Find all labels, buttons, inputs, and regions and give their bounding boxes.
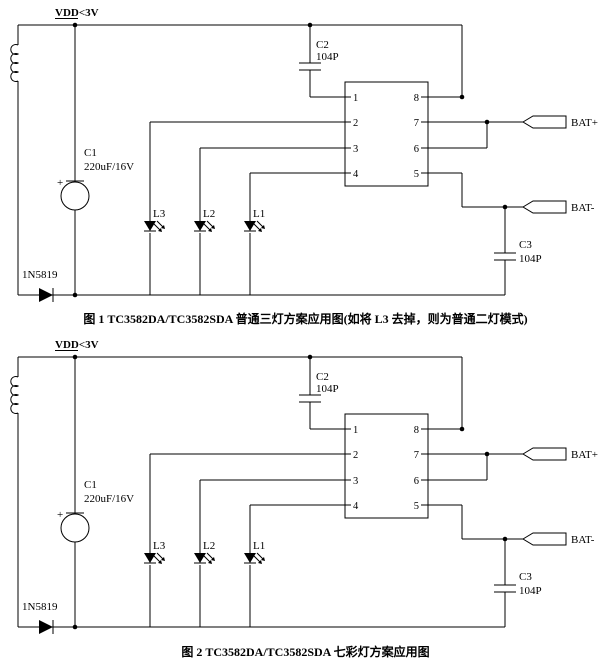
bat-minus-connector-icon <box>522 200 567 214</box>
wires-fig1 <box>10 24 523 296</box>
figure2-caption: 图 2 TC3582DA/TC3582SDA 七彩灯方案应用图 <box>181 645 430 659</box>
bat-plus-label: BAT+ <box>571 449 598 461</box>
figure1-caption: 图 1 TC3582DA/TC3582SDA 普通三灯方案应用图(如将 L3 去… <box>83 312 528 326</box>
c3-ref-label: C3 <box>519 239 532 251</box>
pin-8-label: 8 <box>414 425 419 436</box>
vdd-label: VDD<3V <box>55 339 99 351</box>
ic-body <box>344 413 429 519</box>
bat-minus-label: BAT- <box>571 202 595 214</box>
led-l3-icon <box>144 220 165 232</box>
pin-1-label: 1 <box>353 425 358 436</box>
pin-3-label: 3 <box>353 476 358 487</box>
led-l2-label: L2 <box>203 540 215 552</box>
pin-6-label: 6 <box>414 144 419 155</box>
bat-plus-label: BAT+ <box>571 117 598 129</box>
pin-6-label: 6 <box>414 476 419 487</box>
led-l1-icon <box>244 220 265 232</box>
junction-dots <box>72 22 508 298</box>
c3-value-label: 104P <box>519 585 542 597</box>
ic-body <box>344 81 429 187</box>
c1-polarity-label: + <box>57 509 63 521</box>
c3-ref-label: C3 <box>519 571 532 583</box>
led-l2-label: L2 <box>203 208 215 220</box>
ic-pin-ticks <box>345 96 428 174</box>
c1-value-label: 220uF/16V <box>84 161 134 173</box>
bat-minus-connector-icon <box>522 532 567 546</box>
diode-label: 1N5819 <box>22 601 58 613</box>
pin-5-label: 5 <box>414 501 419 512</box>
pin-4-label: 4 <box>353 501 359 512</box>
pin-4-label: 4 <box>353 169 359 180</box>
c2-value-label: 104P <box>316 383 339 395</box>
pin-7-label: 7 <box>414 450 419 461</box>
led-l2-icon <box>194 220 215 232</box>
c1-capacitor-icon <box>60 513 90 543</box>
c1-capacitor-icon <box>60 181 90 211</box>
diode-label: 1N5819 <box>22 269 58 281</box>
led-l3-label: L3 <box>153 208 166 220</box>
pin-3-label: 3 <box>353 144 358 155</box>
c2-value-label: 104P <box>316 51 339 63</box>
c3-value-label: 104P <box>519 253 542 265</box>
diode-icon <box>39 620 54 634</box>
led-l3-icon <box>144 552 165 564</box>
pin-8-label: 8 <box>414 93 419 104</box>
c1-polarity-label: + <box>57 177 63 189</box>
c2-ref-label: C2 <box>316 39 329 51</box>
inductor-icon <box>10 376 20 414</box>
ic-pin-ticks <box>345 428 428 506</box>
circuit-figure-2: VDD<3V C1 220uF/16V + C2 104P C3 104P 1N… <box>10 339 598 634</box>
pin-1-label: 1 <box>353 93 358 104</box>
pin-5-label: 5 <box>414 169 419 180</box>
pin-2-label: 2 <box>353 450 358 461</box>
led-l3-label: L3 <box>153 540 166 552</box>
bat-minus-label: BAT- <box>571 534 595 546</box>
c1-value-label: 220uF/16V <box>84 493 134 505</box>
bat-plus-connector-icon <box>522 447 567 461</box>
led-l1-icon <box>244 552 265 564</box>
led-l1-label: L1 <box>253 208 265 220</box>
junction-dots <box>72 354 508 630</box>
c2-ref-label: C2 <box>316 371 329 383</box>
diode-icon <box>39 288 54 302</box>
bat-plus-connector-icon <box>522 115 567 129</box>
c1-ref-label: C1 <box>84 147 97 159</box>
circuit-figure-1: VDD<3V C1 220uF/16V + C2 104P C3 104P 1N… <box>10 7 598 302</box>
led-l1-label: L1 <box>253 540 265 552</box>
pin-7-label: 7 <box>414 118 419 129</box>
inductor-icon <box>10 44 20 82</box>
c1-ref-label: C1 <box>84 479 97 491</box>
vdd-label: VDD<3V <box>55 7 99 19</box>
wires-fig2 <box>10 356 523 628</box>
led-l2-icon <box>194 552 215 564</box>
pin-2-label: 2 <box>353 118 358 129</box>
